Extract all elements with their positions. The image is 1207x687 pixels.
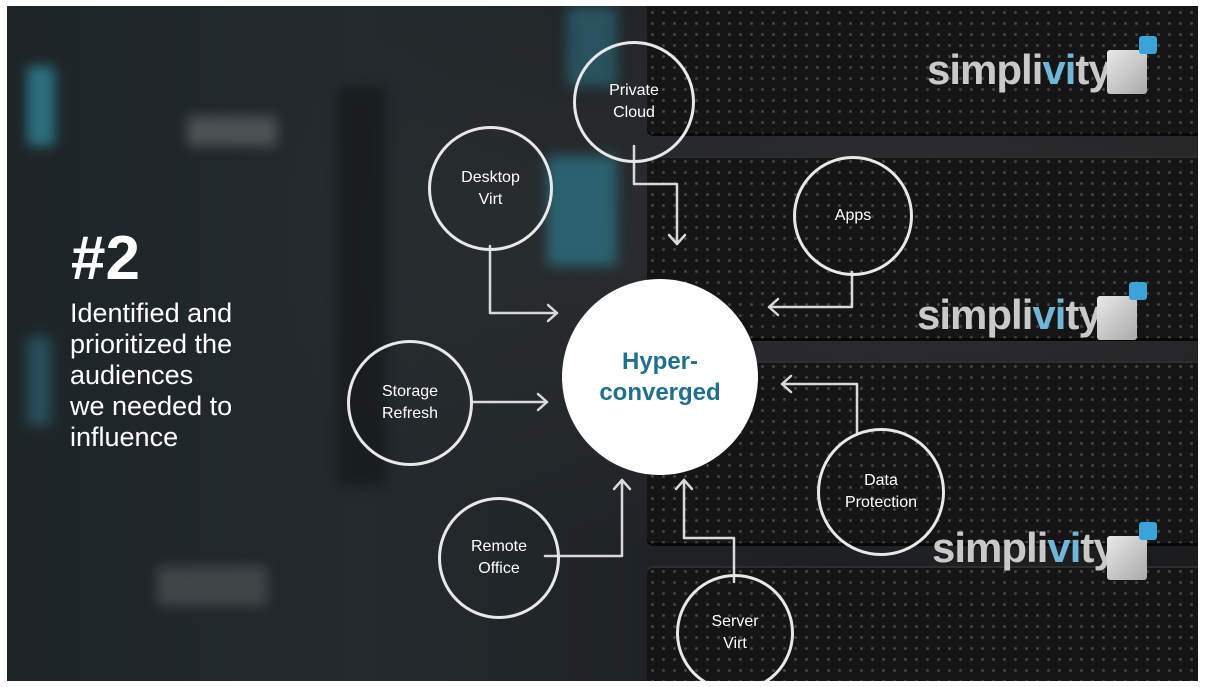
node-label: Cloud [613, 104, 655, 121]
logo-text-part: ty [1065, 291, 1101, 338]
node-label: Private [609, 82, 659, 99]
node-storage-refresh: Storage Refresh [347, 340, 473, 466]
background-blur-3 [547, 156, 617, 266]
description-line: audiences [70, 360, 194, 390]
node-desktop-virt: Desktop Virt [428, 126, 553, 251]
node-remote-office: Remote Office [438, 497, 560, 619]
center-label-line: converged [599, 379, 721, 406]
background-blur-5 [157, 566, 267, 606]
logo-text-part: simpli [927, 46, 1043, 93]
background-blur-4 [27, 336, 51, 426]
logo-cube-icon [1107, 36, 1157, 94]
arrow-private-cloud [632, 144, 679, 246]
node-label: Refresh [381, 405, 439, 422]
node-label: Desktop [461, 168, 520, 186]
center-label-line: Hyper- [621, 348, 699, 375]
node-label: Virt [478, 190, 503, 208]
slide-number: #2 [71, 224, 140, 293]
logo-text-part: ty [1075, 46, 1111, 93]
node-private-cloud: Private Cloud [573, 41, 695, 163]
node-label: Storage [381, 383, 439, 400]
center-node-hyperconverged: Hyper- converged [562, 279, 758, 475]
logo-text-accent: vi [1047, 524, 1081, 571]
description-line: prioritized the [70, 329, 233, 359]
arrowhead-remote-office [612, 478, 632, 491]
server-rack-2 [647, 156, 1198, 341]
logo-cube-icon [1107, 522, 1157, 580]
node-apps: Apps [793, 156, 913, 276]
background-blur-1 [27, 66, 55, 146]
node-data-protection: Data Protection [817, 428, 945, 556]
arrowhead-desktop-virt [546, 303, 559, 323]
slide: simplivity simplivity simplivity #2 Iden… [7, 6, 1198, 681]
simplivity-logo-1: simplivity [927, 46, 1112, 94]
description-line: influence [70, 422, 179, 452]
slide-description: Identified and prioritized the audiences… [70, 298, 330, 453]
node-label: Apps [834, 207, 872, 224]
logo-cube-icon [1097, 282, 1147, 340]
node-label: Office [478, 560, 520, 577]
node-label: Virt [723, 635, 747, 652]
arrow-remote-office [543, 478, 624, 558]
node-label: Data [864, 472, 898, 489]
arrowhead-storage-refresh [536, 392, 549, 412]
description-line: we needed to [70, 391, 233, 421]
arrowhead-apps [767, 297, 780, 317]
arrow-desktop-virt [488, 244, 559, 315]
connector-arrows [471, 144, 859, 584]
logo-text-accent: vi [1032, 291, 1066, 338]
arrow-data-protection [780, 382, 859, 436]
node-label: Server [711, 613, 759, 630]
description-line: Identified and [70, 298, 233, 328]
background-blur-2 [187, 116, 277, 146]
arrow-server-virt [682, 478, 736, 584]
logo-text-accent: vi [1042, 46, 1076, 93]
arrow-apps [767, 270, 854, 309]
arrowhead-server-virt [674, 478, 694, 491]
node-server-virt: Server Virt [676, 574, 794, 681]
arrowhead-data-protection [780, 374, 793, 394]
simplivity-logo-2: simplivity [917, 291, 1102, 339]
node-label: Protection [844, 494, 918, 511]
arrowhead-private-cloud [667, 233, 687, 246]
simplivity-logo-3: simplivity [932, 524, 1117, 572]
server-rack-1 [647, 6, 1198, 136]
logo-text-part: simpli [917, 291, 1033, 338]
logo-text-part: simpli [932, 524, 1048, 571]
node-label: Remote [470, 538, 528, 555]
